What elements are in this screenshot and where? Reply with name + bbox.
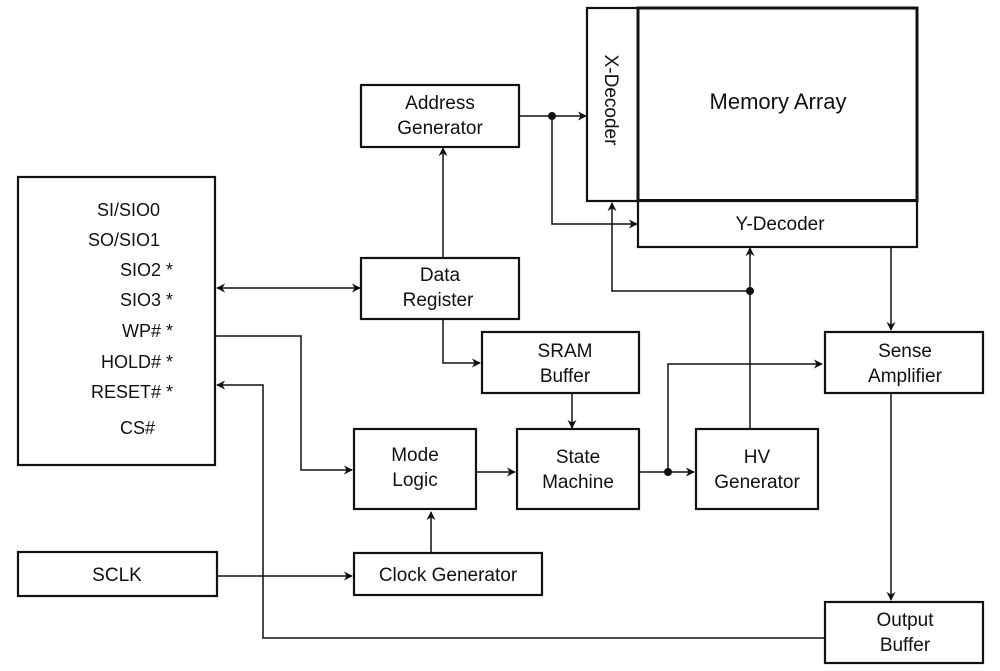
wire-hv-x-decoder: [607, 202, 750, 292]
output-buffer-label: Buffer: [880, 635, 931, 656]
wire-data-register-sram: [442, 319, 481, 368]
mode-logic-block: Mode Logic: [352, 427, 478, 511]
memory-array-block: Memory Array: [636, 6, 919, 203]
hv-generator-block: HV Generator: [694, 427, 820, 511]
pin-label: SIO3 *: [120, 290, 173, 310]
hv-generator-label: Generator: [714, 472, 800, 493]
output-buffer-block: Output Buffer: [823, 600, 985, 665]
x-decoder-label: X-Decoder: [600, 55, 621, 146]
wire-address-y-decoder: [551, 116, 638, 229]
sclk-block: SCLK: [16, 550, 219, 598]
state-machine-label: Machine: [542, 472, 614, 493]
output-buffer-label: Output: [876, 610, 934, 631]
sram-buffer-block: SRAM Buffer: [480, 330, 641, 395]
sense-amplifier-block: Sense Amplifier: [823, 330, 985, 395]
clock-generator-block: Clock Generator: [352, 551, 544, 597]
hv-generator-label: HV: [744, 447, 771, 468]
x-decoder-block: X-Decoder: [585, 6, 640, 203]
y-decoder-label: Y-Decoder: [735, 214, 825, 235]
address-generator-block: Address Generator: [359, 83, 521, 149]
memory-array-label: Memory Array: [710, 89, 847, 114]
state-machine-label: State: [556, 447, 600, 468]
address-generator-label: Address: [405, 93, 475, 114]
sram-buffer-label: SRAM: [538, 341, 593, 362]
sram-buffer-label: Buffer: [540, 366, 591, 387]
junction-state-machine: [664, 468, 672, 476]
pin-label: WP# *: [122, 321, 173, 341]
state-machine-block: State Machine: [515, 427, 641, 511]
wire-wp-mode-logic: [215, 335, 353, 475]
data-register-block: Data Register: [359, 256, 521, 321]
pin-label: SI/SIO0: [97, 200, 160, 220]
y-decoder-block: Y-Decoder: [636, 199, 919, 249]
clock-generator-label: Clock Generator: [379, 565, 518, 586]
wire-state-sense-amp: [667, 359, 823, 472]
sclk-label: SCLK: [92, 565, 142, 586]
address-generator-label: Generator: [397, 118, 483, 139]
pin-label: SO/SIO1: [88, 230, 160, 250]
pin-label: HOLD# *: [101, 352, 173, 372]
pin-label: CS#: [120, 418, 155, 438]
data-register-label: Data: [420, 265, 461, 286]
data-register-label: Register: [403, 290, 474, 311]
pin-label: RESET# *: [91, 382, 173, 402]
mode-logic-label: Logic: [392, 470, 437, 491]
wires: [215, 111, 896, 639]
wire-output-buffer-reset: [216, 380, 824, 639]
sense-amplifier-label: Sense: [878, 341, 932, 362]
pins-block: SI/SIO0 SO/SIO1 SIO2 * SIO3 * WP# * HOLD…: [16, 175, 217, 467]
sense-amplifier-label: Amplifier: [868, 366, 943, 387]
mode-logic-label: Mode: [391, 445, 439, 466]
pin-label: SIO2 *: [120, 260, 173, 280]
